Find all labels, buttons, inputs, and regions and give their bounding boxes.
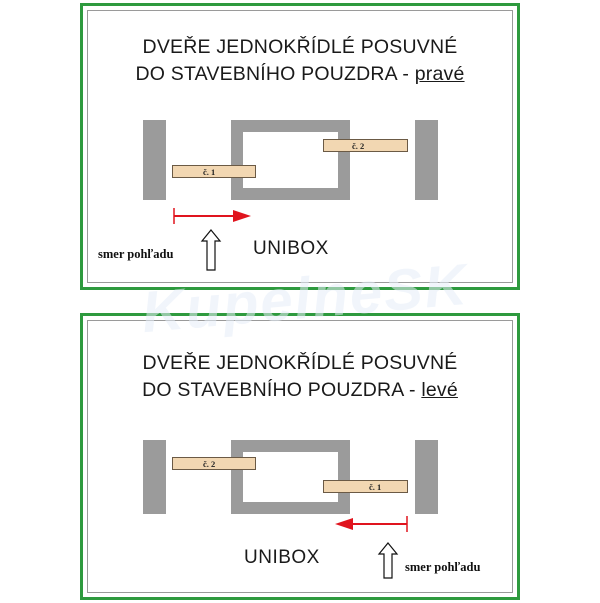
title-prefix: DO STAVEBNÍHO POUZDRA - [135,63,415,85]
left-wall [143,440,166,514]
brand-label: UNIBOX [244,547,320,568]
door-leaf-1: č. 1 [323,480,408,493]
leaf-label: č. 1 [369,482,382,492]
direction-arrow-right [173,208,251,224]
diagram-panel-right: DVEŘE JEDNOKŘÍDLÉ POSUVNÉ DO STAVEBNÍHO … [80,3,520,290]
leaf-label: č. 2 [352,141,365,151]
door-side-label: pravé [414,63,465,85]
panel-title-line2: DO STAVEBNÍHO POUZDRA - pravé [83,63,517,86]
view-direction-label: smer pohľadu [405,560,481,574]
brand-label: UNIBOX [253,238,329,259]
panel-inner-border [87,320,513,593]
title-prefix: DO STAVEBNÍHO POUZDRA - [142,379,422,401]
right-wall [415,120,438,200]
door-side-label: levé [421,379,458,401]
view-direction-arrow-icon [200,229,222,271]
leaf-label: č. 1 [203,167,216,177]
panel-title-line2: DO STAVEBNÍHO POUZDRA - levé [83,379,517,402]
right-wall [415,440,438,514]
panel-title-line1: DVEŘE JEDNOKŘÍDLÉ POSUVNÉ [142,36,458,58]
door-leaf-2: č. 2 [172,457,256,470]
pocket-frame [231,440,350,514]
diagram-panel-left: DVEŘE JEDNOKŘÍDLÉ POSUVNÉ DO STAVEBNÍHO … [80,313,520,600]
leaf-label: č. 2 [203,459,216,469]
door-leaf-1: č. 1 [172,165,256,178]
door-leaf-2: č. 2 [323,139,408,152]
view-direction-arrow-icon [377,542,399,579]
view-direction-label: smer pohľadu [98,247,174,261]
panel-inner-border [87,10,513,283]
panel-title-line1: DVEŘE JEDNOKŘÍDLÉ POSUVNÉ [142,352,458,374]
left-wall [143,120,166,200]
direction-arrow-left [335,516,408,532]
